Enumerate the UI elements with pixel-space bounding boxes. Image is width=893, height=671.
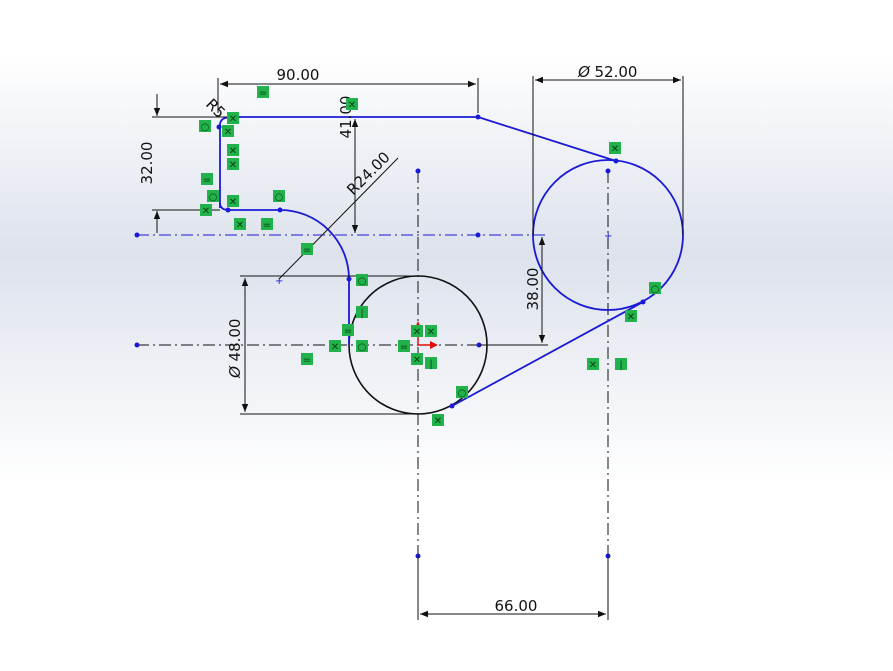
relation-tangent-icon[interactable]: ○ bbox=[199, 120, 211, 133]
svg-text:=: = bbox=[400, 342, 408, 353]
relation-vertical-icon[interactable]: | bbox=[425, 357, 437, 370]
svg-text:=: = bbox=[259, 88, 267, 99]
relation-tangent-icon[interactable]: ○ bbox=[207, 190, 219, 203]
relation-tangent-icon[interactable]: ○ bbox=[456, 386, 468, 399]
relation-coincident-icon[interactable]: ✕ bbox=[227, 158, 239, 171]
relation-coincident-icon[interactable]: ✕ bbox=[200, 204, 212, 217]
svg-text:○: ○ bbox=[358, 342, 367, 353]
centerlines bbox=[137, 171, 609, 556]
relation-coincident-icon[interactable]: ✕ bbox=[329, 340, 341, 353]
relation-coincident-icon[interactable]: ✕ bbox=[425, 325, 437, 338]
relation-vertical-icon[interactable]: | bbox=[615, 358, 627, 371]
relation-tangent-icon[interactable]: ○ bbox=[273, 190, 285, 203]
line-upper-slant[interactable] bbox=[477, 116, 617, 162]
svg-text:○: ○ bbox=[201, 122, 210, 133]
svg-text:|: | bbox=[429, 359, 432, 370]
svg-text:✕: ✕ bbox=[229, 146, 237, 157]
svg-text:✕: ✕ bbox=[236, 220, 244, 231]
svg-text:=: = bbox=[303, 355, 311, 366]
relation-coincident-icon[interactable]: ✕ bbox=[227, 195, 239, 208]
dimension-66[interactable] bbox=[417, 556, 609, 620]
relation-coincident-icon[interactable]: ✕ bbox=[234, 218, 246, 231]
centerline-endpoints bbox=[134, 168, 611, 559]
relation-coincident-icon[interactable]: ✕ bbox=[227, 144, 239, 157]
svg-text:✕: ✕ bbox=[589, 360, 597, 371]
svg-text:○: ○ bbox=[458, 388, 467, 399]
diameter-symbol: Ø bbox=[226, 365, 244, 379]
svg-text:=: = bbox=[303, 245, 311, 256]
dimension-radius-24-label[interactable]: R24.00 bbox=[343, 148, 393, 198]
svg-text:+: + bbox=[275, 276, 283, 287]
dimension-38-label[interactable]: 38.00 bbox=[524, 268, 542, 311]
dimension-90[interactable] bbox=[217, 78, 479, 113]
relation-equal-icon[interactable]: = bbox=[301, 353, 313, 366]
relation-coincident-icon[interactable]: ✕ bbox=[609, 142, 621, 155]
relation-coincident-icon[interactable]: ✕ bbox=[625, 310, 637, 323]
relation-equal-icon[interactable]: = bbox=[257, 86, 269, 99]
line-lower-slant[interactable] bbox=[451, 301, 644, 407]
svg-text:○: ○ bbox=[651, 284, 660, 295]
dimension-66-label[interactable]: 66.00 bbox=[495, 597, 538, 615]
svg-text:✕: ✕ bbox=[229, 160, 237, 171]
relation-coincident-icon[interactable]: ✕ bbox=[411, 325, 423, 338]
relation-equal-icon[interactable]: = bbox=[342, 324, 354, 337]
svg-text:○: ○ bbox=[209, 192, 218, 203]
relation-coincident-icon[interactable]: ✕ bbox=[222, 125, 234, 138]
svg-text:✕: ✕ bbox=[611, 144, 619, 155]
svg-text:✕: ✕ bbox=[413, 355, 421, 366]
relation-coincident-icon[interactable]: ✕ bbox=[346, 98, 358, 111]
dimension-diameter-52-label[interactable]: 52.00 bbox=[595, 63, 638, 81]
relation-vertical-icon[interactable]: | bbox=[356, 306, 368, 319]
svg-text:✕: ✕ bbox=[427, 327, 435, 338]
svg-text:=: = bbox=[203, 175, 211, 186]
dimension-radius-24[interactable] bbox=[278, 157, 399, 280]
dimension-32-label[interactable]: 32.00 bbox=[138, 142, 156, 185]
svg-text:=: = bbox=[263, 220, 271, 231]
svg-text:+: + bbox=[604, 231, 612, 242]
svg-text:✕: ✕ bbox=[434, 416, 442, 427]
svg-text:✕: ✕ bbox=[348, 100, 356, 111]
relation-coincident-icon[interactable]: ✕ bbox=[227, 112, 239, 125]
svg-text:✕: ✕ bbox=[224, 127, 232, 138]
relation-equal-icon[interactable]: = bbox=[201, 173, 213, 186]
relation-tangent-icon[interactable]: ○ bbox=[356, 340, 368, 353]
relation-equal-icon[interactable]: = bbox=[261, 218, 273, 231]
arc-radius-24[interactable] bbox=[279, 209, 350, 280]
dimension-38[interactable] bbox=[480, 237, 548, 346]
relation-equal-icon[interactable]: = bbox=[398, 340, 410, 353]
sketch-profile bbox=[219, 116, 684, 407]
relation-tangent-icon[interactable]: ○ bbox=[649, 282, 661, 295]
sketch-relations: = ✕ ✕ ○ ✕ ✕ ✕ = ○ ✕ ✕ ○ ✕ = = ○ | = ✕ ○ = = ✕ ✕ ✕ | ✕ ○ ✕ ✕ | ○ ✕ bbox=[199, 86, 661, 427]
svg-text:○: ○ bbox=[275, 192, 284, 203]
svg-text:=: = bbox=[344, 326, 352, 337]
sketch-points bbox=[216, 114, 646, 409]
relation-equal-icon[interactable]: = bbox=[301, 243, 313, 256]
relation-tangent-icon[interactable]: ○ bbox=[356, 274, 368, 287]
svg-text:✕: ✕ bbox=[627, 312, 635, 323]
svg-text:|: | bbox=[360, 308, 363, 319]
svg-text:✕: ✕ bbox=[331, 342, 339, 353]
relation-coincident-icon[interactable]: ✕ bbox=[411, 353, 423, 366]
relation-coincident-icon[interactable]: ✕ bbox=[587, 358, 599, 371]
dimension-diameter-48-label[interactable]: 48.00 bbox=[226, 319, 244, 362]
diameter-symbol: Ø bbox=[577, 63, 591, 81]
svg-text:○: ○ bbox=[358, 276, 367, 287]
svg-text:✕: ✕ bbox=[229, 114, 237, 125]
relation-coincident-icon[interactable]: ✕ bbox=[432, 414, 444, 427]
svg-text:✕: ✕ bbox=[202, 206, 210, 217]
svg-text:✕: ✕ bbox=[413, 327, 421, 338]
dimension-diameter-48[interactable] bbox=[240, 275, 418, 415]
svg-text:✕: ✕ bbox=[229, 197, 237, 208]
svg-text:|: | bbox=[619, 360, 622, 371]
dimension-diameter-52[interactable] bbox=[532, 76, 684, 235]
dimension-90-label[interactable]: 90.00 bbox=[277, 66, 320, 84]
